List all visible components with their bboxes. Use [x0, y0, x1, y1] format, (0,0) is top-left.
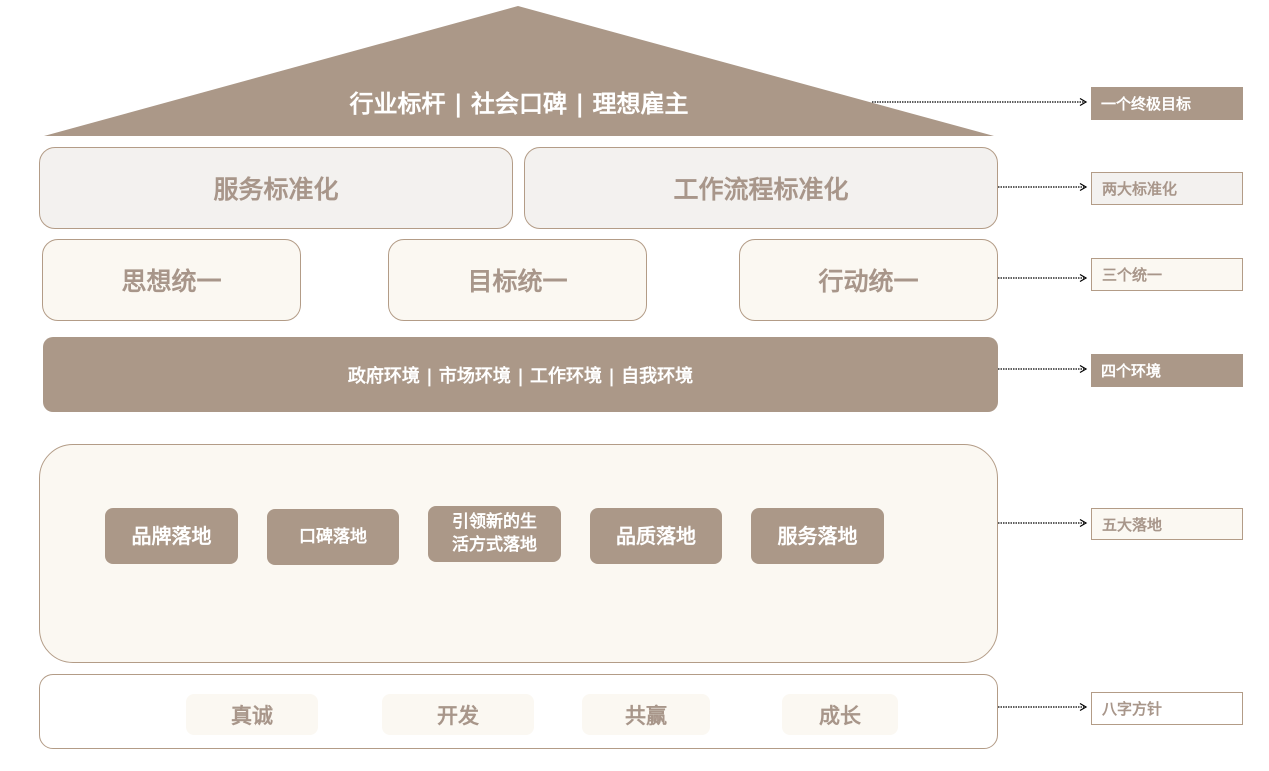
connector-arrow-landing: [998, 518, 1090, 528]
action-unification-label: 行动统一: [818, 267, 919, 296]
principle-openness-label: 开发: [437, 703, 479, 728]
service-standardization-label: 服务标准化: [213, 175, 339, 204]
side-label-four-environments-text: 四个环境: [1101, 362, 1162, 380]
principle-growth: 成长: [782, 694, 898, 735]
landing-reputation: 口碑落地: [267, 509, 399, 565]
side-label-four-environments: 四个环境: [1091, 354, 1243, 387]
principle-sincerity-label: 真诚: [231, 703, 273, 728]
side-label-five-landings-text: 五大落地: [1102, 515, 1163, 534]
side-label-three-unifications: 三个统一: [1091, 258, 1243, 291]
four-environments-bar: 政府环境 | 市场环境 | 工作环境 | 自我环境: [43, 337, 998, 412]
service-standardization-box: 服务标准化: [39, 147, 513, 229]
connector-arrow-environment: [998, 364, 1090, 374]
landing-brand: 品牌落地: [105, 508, 238, 564]
principle-win-win: 共赢: [582, 694, 710, 735]
side-label-two-standardizations-text: 两大标准化: [1102, 180, 1178, 198]
landing-quality: 品质落地: [590, 508, 722, 564]
landing-lifestyle: 引领新的生 活方式落地: [428, 506, 561, 562]
side-label-three-unifications-text: 三个统一: [1102, 266, 1163, 284]
connector-arrow-standardization: [998, 182, 1090, 192]
side-label-five-landings: 五大落地: [1091, 508, 1243, 540]
landing-service: 服务落地: [751, 508, 884, 564]
side-label-eight-principles: 八字方针: [1091, 692, 1243, 725]
landing-quality-label: 品质落地: [616, 523, 696, 548]
connector-arrow-unification: [998, 273, 1090, 283]
principle-openness: 开发: [382, 694, 534, 735]
landing-lifestyle-line1: 引领新的生: [452, 512, 537, 532]
side-label-ultimate-goal-text: 一个终极目标: [1101, 95, 1192, 113]
ultimate-goal-title: 行业标杆 | 社会口碑 | 理想雇主: [349, 90, 689, 118]
side-label-ultimate-goal: 一个终极目标: [1091, 87, 1243, 120]
workflow-standardization-label: 工作流程标准化: [673, 175, 849, 204]
roof-triangle: [44, 6, 994, 136]
action-unification-box: 行动统一: [739, 239, 998, 321]
side-label-two-standardizations: 两大标准化: [1091, 172, 1243, 205]
landing-lifestyle-line2: 活方式落地: [452, 535, 537, 555]
side-label-eight-principles-text: 八字方针: [1102, 700, 1163, 718]
landing-reputation-label: 口碑落地: [299, 526, 367, 547]
thought-unification-label: 思想统一: [121, 267, 222, 296]
connector-arrow-principles: [998, 702, 1090, 712]
principle-growth-label: 成长: [819, 703, 861, 728]
goal-unification-box: 目标统一: [388, 239, 647, 321]
thought-unification-box: 思想统一: [42, 239, 301, 321]
four-environments-text: 政府环境 | 市场环境 | 工作环境 | 自我环境: [347, 365, 694, 387]
principle-sincerity: 真诚: [186, 694, 318, 735]
principle-win-win-label: 共赢: [625, 703, 667, 728]
goal-unification-label: 目标统一: [467, 267, 568, 296]
landing-service-label: 服务落地: [777, 523, 858, 548]
workflow-standardization-box: 工作流程标准化: [524, 147, 998, 229]
landing-brand-label: 品牌落地: [131, 523, 212, 548]
connector-arrow-goal: [872, 97, 1090, 107]
